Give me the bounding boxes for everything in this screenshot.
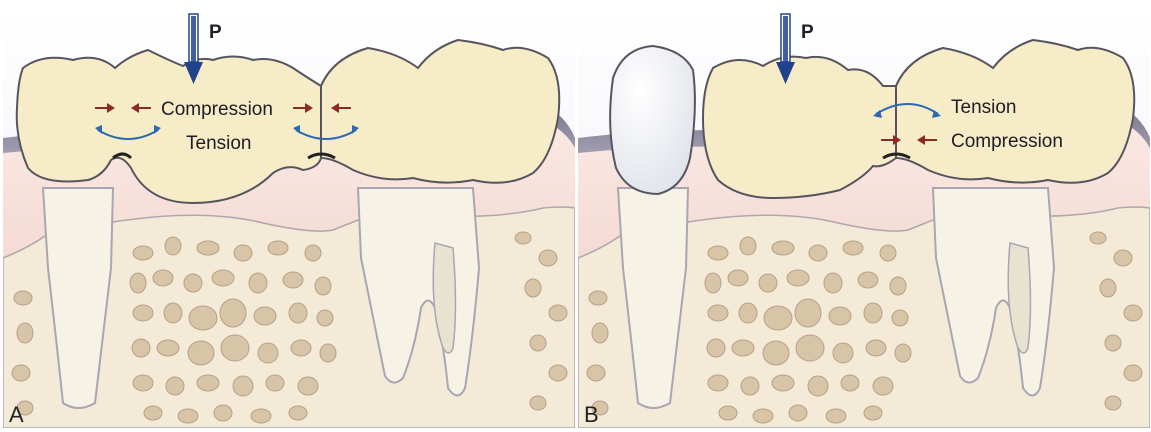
natural-premolar-crown — [610, 46, 695, 194]
panel-letter: B — [584, 402, 599, 427]
tension-label: Tension — [186, 133, 252, 154]
panel-b-diagram: P Tension Compression B — [578, 8, 1150, 428]
compression-label: Compression — [951, 131, 1063, 152]
panel-a-diagram: P Compression Tension A — [3, 8, 575, 428]
tension-label: Tension — [951, 97, 1017, 118]
compression-label: Compression — [161, 99, 273, 120]
panel-b: P Tension Compression B — [578, 8, 1150, 428]
panel-letter: A — [9, 402, 24, 427]
panel-a: P Compression Tension A — [3, 8, 575, 428]
bridge-crown-right — [321, 40, 559, 183]
load-label: P — [801, 22, 814, 43]
load-label: P — [209, 22, 222, 43]
